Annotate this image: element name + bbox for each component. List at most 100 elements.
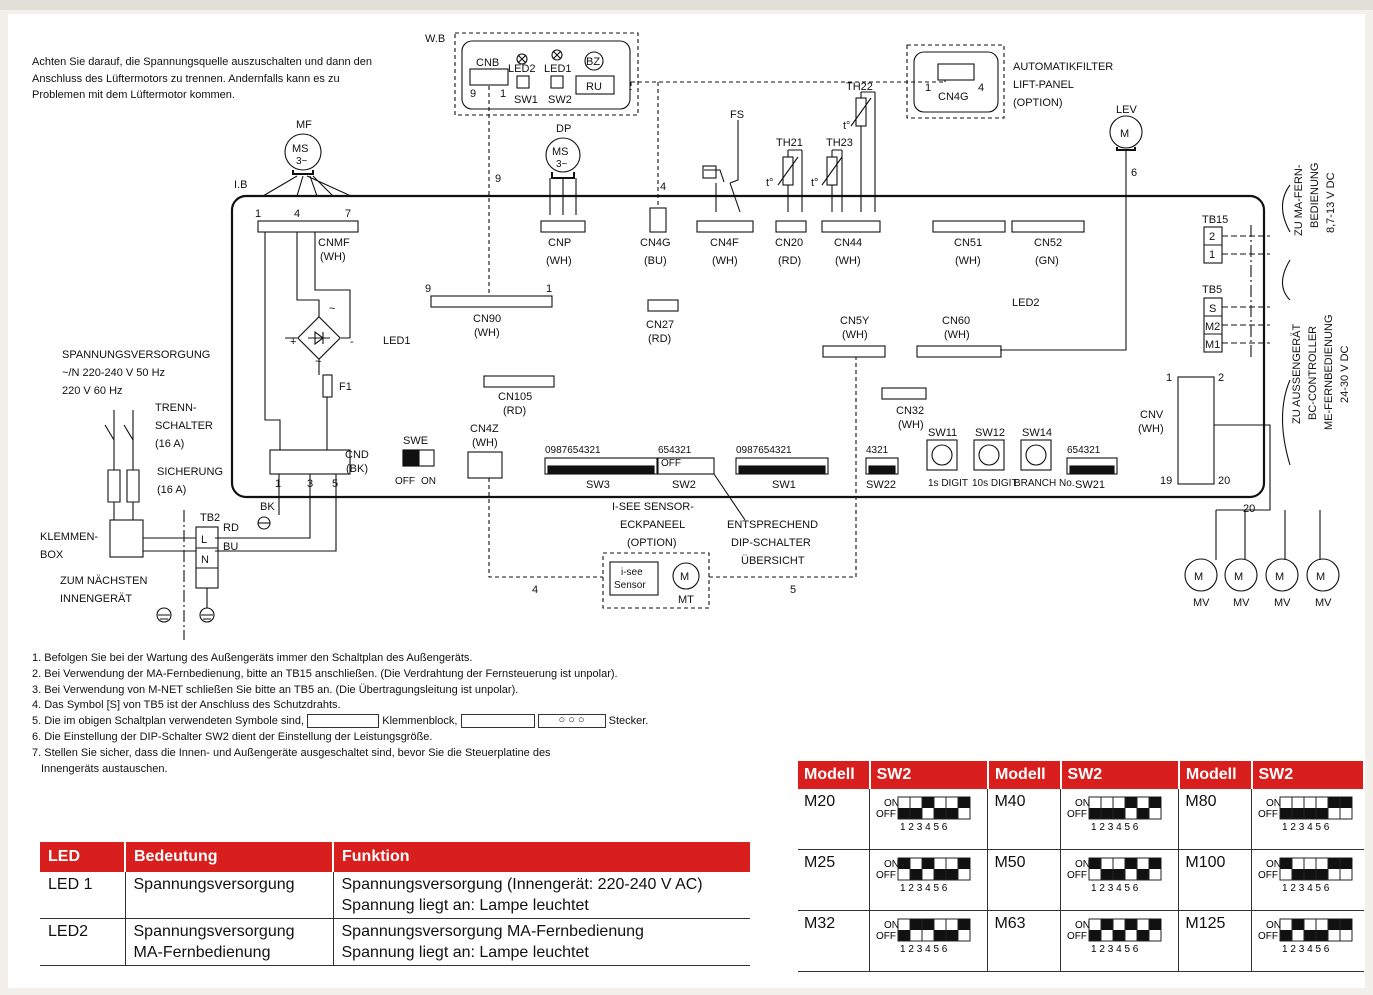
label-isee: I-SEE SENSOR-: [612, 501, 694, 513]
label-cn4g: CN4G: [640, 237, 671, 249]
dip-toggle: [898, 808, 911, 819]
dip-toggle: [958, 797, 971, 808]
plug-symbol-blank: [460, 714, 535, 729]
label-klemmenbox: KLEMMEN-: [40, 531, 98, 543]
note-line: 6. Die Einstellung der DIP-Schalter SW2 …: [32, 730, 433, 743]
label-pin: 1: [1209, 249, 1215, 261]
top-bar: [0, 0, 1373, 10]
note-symbols: 5. Die im obigen Schaltplan verwendeten …: [32, 714, 772, 730]
dip-toggle: [1137, 930, 1150, 941]
note-line: 4. Das Symbol [S] von TB5 ist der Anschl…: [32, 699, 341, 712]
function-cell: Spannungsversorgung MA-Fernbedienung Spa…: [333, 918, 750, 966]
label-wh: (WH): [898, 419, 924, 431]
dip-toggle: [1316, 930, 1328, 941]
label-mf: MF: [296, 119, 312, 131]
label-ms: MS: [552, 146, 569, 158]
function-line: Spannung liegt an: Lampe leuchtet: [341, 944, 589, 961]
sw2-col-header: SW2: [869, 761, 989, 789]
dip-toggle: [1304, 930, 1316, 941]
label-wh: (WH): [835, 255, 861, 267]
label-bu: (BU): [644, 255, 667, 267]
label-phase: 3~: [556, 159, 568, 170]
dip-on-label: ON: [1266, 920, 1281, 931]
dip-digits: 123456: [1091, 822, 1141, 833]
label-branch: BRANCH No.: [1014, 478, 1075, 489]
label-led1-wb: LED1: [544, 63, 572, 75]
label-power: 220 V 60 Hz: [62, 385, 123, 397]
label-f1: F1: [339, 381, 352, 393]
dip-digits: 123456: [1282, 883, 1332, 894]
label-outdoor: ME-FERNBEDIENUNG: [1323, 314, 1335, 430]
label-rd: (RD): [503, 405, 526, 417]
dip-toggle: [922, 858, 935, 869]
label-wh: (WH): [1138, 423, 1164, 435]
label-wh: (WH): [955, 255, 981, 267]
label-dip-overview: DIP-SCHALTER: [731, 537, 811, 549]
label-minus: -: [350, 336, 354, 348]
dip-toggle: [1089, 930, 1102, 941]
label-sw21: SW21: [1075, 479, 1105, 491]
dip-toggle: [1149, 919, 1162, 930]
label-pin: 1: [1166, 372, 1172, 384]
label-filter: (OPTION): [1013, 97, 1063, 109]
indoor-board: [230, 194, 1266, 499]
label-outdoor: 24-30 V DC: [1339, 345, 1351, 403]
meaning-col-header: Bedeutung: [125, 842, 334, 872]
note-line: 3. Bei Verwendung von M-NET schließen Si…: [32, 683, 519, 696]
dip-digits: 123456: [1282, 944, 1332, 955]
label-n: N: [201, 554, 209, 566]
dip-off-label: OFF: [1258, 870, 1278, 881]
dip-toggle: [958, 858, 971, 869]
dip-toggle: [1340, 919, 1352, 930]
model-cell: M32: [798, 910, 871, 972]
dip-toggle: [1125, 919, 1138, 930]
dip-off-label: OFF: [1067, 809, 1087, 820]
label-next: INNENGERÄT: [60, 593, 132, 605]
label-dp: DP: [556, 123, 571, 135]
wb-box: [454, 32, 639, 116]
dip-toggle: [934, 808, 947, 819]
label-temp: t°: [811, 177, 818, 189]
label-wire-count: 4: [532, 584, 538, 596]
dip-toggle: [922, 797, 935, 808]
meaning-cell: Spannungsversorgung: [125, 872, 334, 919]
dip-off-label: OFF: [876, 931, 896, 942]
label-sw14: SW14: [1022, 427, 1052, 439]
dip-toggle: [1292, 808, 1304, 819]
dip-toggle: [1340, 858, 1352, 869]
label-dip-digits: 654321: [1067, 445, 1101, 456]
label-bz: BZ: [586, 56, 600, 68]
dip-toggle: [1137, 808, 1150, 819]
model-col-header: Modell: [1178, 761, 1253, 789]
warning-line: Anschluss des Lüftermotors zu trennen. A…: [32, 72, 340, 85]
function-line: Spannungsversorgung MA-Fernbedienung: [341, 923, 644, 940]
label-m2: M2: [1205, 321, 1220, 333]
top-connectors: [257, 207, 1085, 479]
dip-toggle: [1089, 858, 1102, 869]
dip-on-label: ON: [1266, 798, 1281, 809]
label-dip-digits: 0987654321: [545, 445, 601, 456]
label-sw2-wb: SW2: [548, 94, 572, 106]
dip-toggle: [946, 808, 959, 819]
label-cn4z: CN4Z: [470, 423, 499, 435]
label-cn90: CN90: [473, 313, 501, 325]
label-wire-count: 4: [660, 181, 666, 193]
label-dip-digits: 0987654321: [736, 445, 792, 456]
dip-toggle: [1292, 869, 1304, 880]
dip-toggle: [1328, 797, 1340, 808]
label-pin: 20: [1218, 475, 1230, 487]
led-cell: LED2: [40, 918, 126, 966]
label-cn20: CN20: [775, 237, 803, 249]
dip-digits: 123456: [900, 883, 950, 894]
label-sicherung: (16 A): [157, 484, 186, 496]
label-cn4g-top: CN4G: [938, 91, 969, 103]
label-outdoor: BC-CONTROLLER: [1307, 326, 1319, 420]
dip-toggle: [1101, 808, 1114, 819]
dip-toggle: [1113, 869, 1126, 880]
